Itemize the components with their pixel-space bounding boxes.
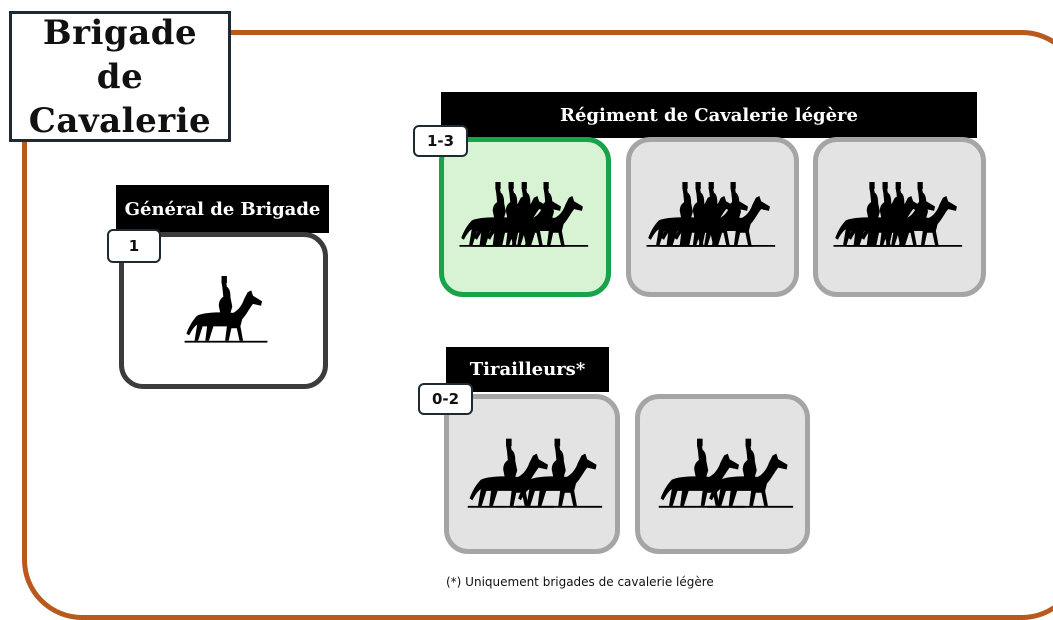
page-title: Brigade de Cavalerie: [28, 12, 212, 141]
footnote: (*) Uniquement brigades de cavalerie lég…: [446, 575, 714, 589]
cavalry-regiment-silhouette-icon: [459, 182, 589, 247]
regiment-card-2[interactable]: [626, 137, 799, 297]
tirailleurs-card-1[interactable]: [444, 394, 620, 554]
tirailleurs-banner: Tirailleurs*: [446, 347, 609, 392]
cavalry-rider-silhouette-icon: [184, 276, 268, 343]
general-count-badge: 1: [107, 229, 161, 263]
regiment-count-badge: 1-3: [413, 125, 468, 157]
cavalry-skirmishers-silhouette-icon: [467, 438, 603, 508]
regiment-card-3[interactable]: [813, 137, 986, 297]
cavalry-regiment-silhouette-icon: [646, 182, 776, 247]
cavalry-skirmishers-silhouette-icon: [658, 438, 794, 508]
title-box: Brigade de Cavalerie: [9, 11, 231, 142]
tirailleurs-card-2[interactable]: [635, 394, 810, 554]
regiment-card-1[interactable]: [439, 137, 611, 297]
general-banner: Général de Brigade: [116, 185, 329, 233]
tirailleurs-count-badge: 0-2: [418, 383, 473, 415]
cavalry-regiment-silhouette-icon: [833, 182, 963, 247]
regiment-banner: Régiment de Cavalerie légère: [441, 92, 977, 138]
